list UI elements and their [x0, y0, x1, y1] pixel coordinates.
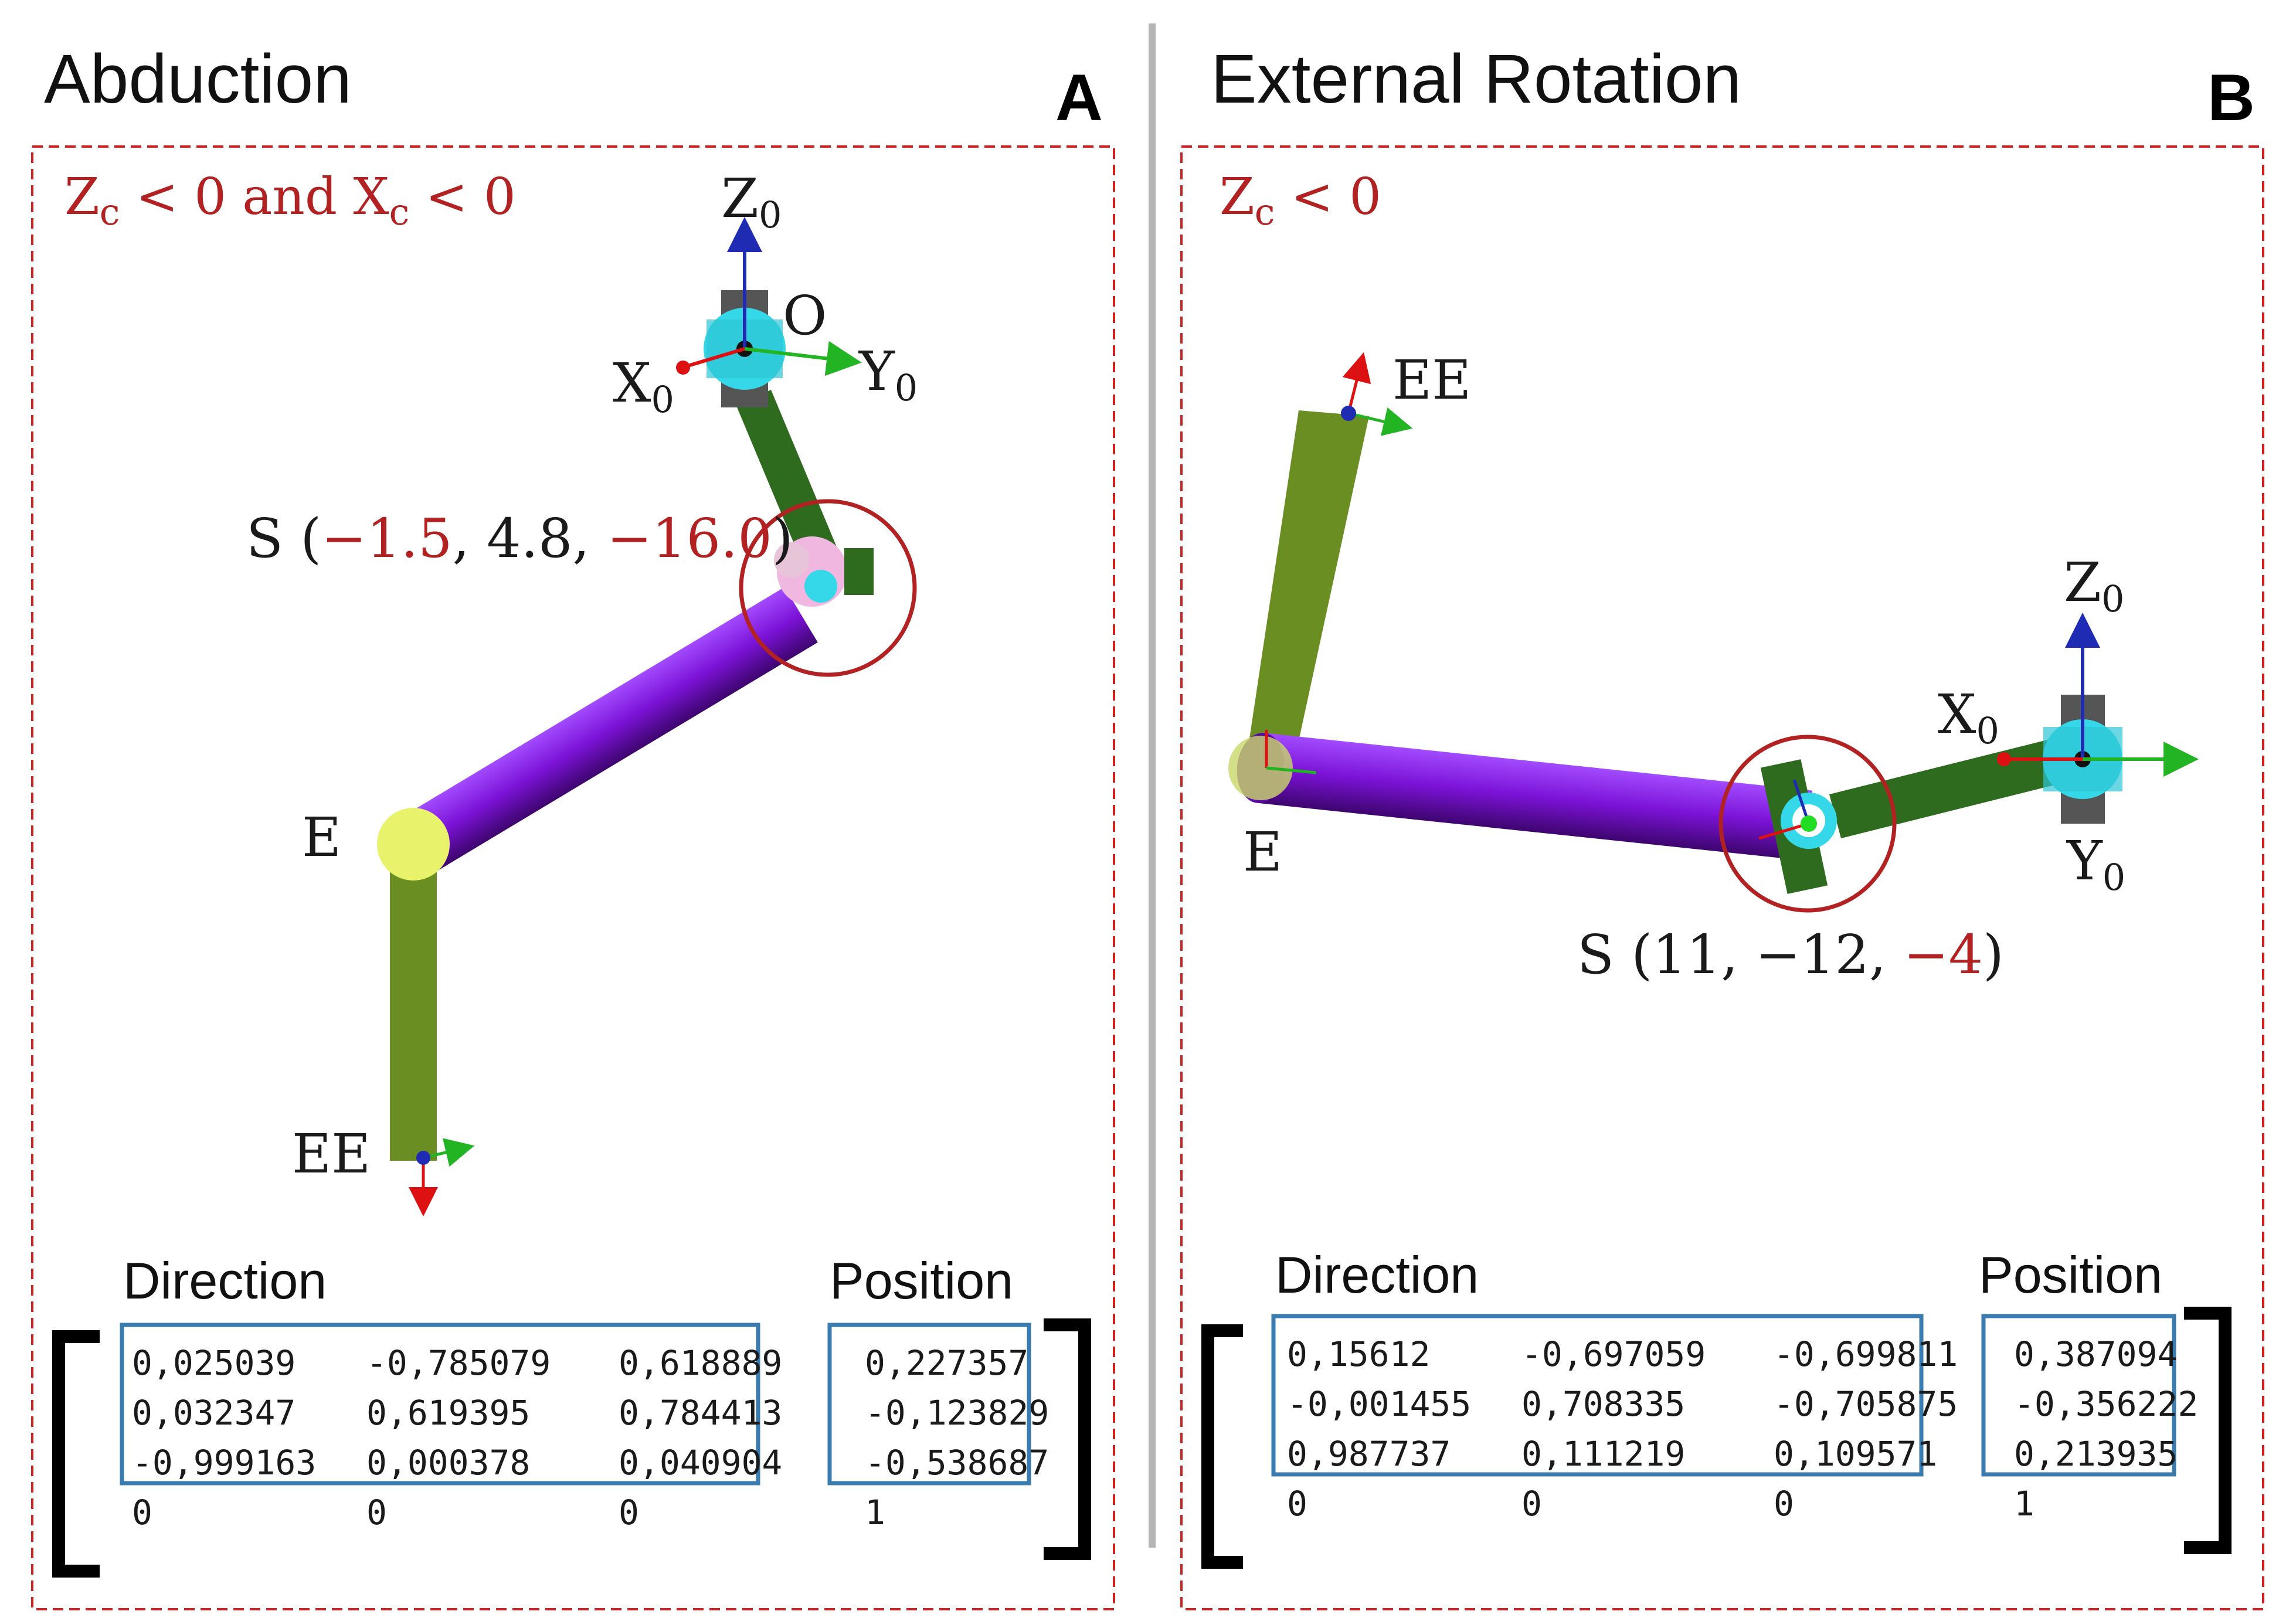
panel-a-direction-box [120, 1323, 760, 1486]
direction-cell: -0,785079 [366, 1343, 551, 1383]
bottom-row-cell: 0 [132, 1493, 152, 1532]
panel-b-shoulder-dot [1801, 815, 1817, 832]
panel-a: Abduction A Zc < 0 and Xc < 0 [31, 40, 1115, 1610]
panel-b: External Rotation B Zc < 0 [1180, 40, 2264, 1610]
direction-cell: -0,001455 [1287, 1384, 1471, 1424]
panel-b-ee-label: EE [1392, 349, 1471, 412]
panel-a-letter: A [1055, 61, 1103, 134]
panel-b-elbow-label: E [1243, 821, 1282, 883]
panel-a-x0-dot [676, 361, 690, 375]
panel-a-ee-dot [416, 1151, 430, 1165]
panel-a-frame [31, 145, 1115, 1610]
panel-b-direction-box [1271, 1314, 1924, 1477]
direction-cell: 0,109571 [1774, 1434, 1937, 1474]
direction-cell: 0,618889 [619, 1343, 782, 1383]
bottom-row-cell: 0 [1521, 1484, 1542, 1524]
direction-cell: -0,699811 [1774, 1334, 1958, 1374]
panel-a-elbow-label: E [302, 806, 341, 869]
panel-a-z0-label: Z0 [721, 167, 782, 236]
panel-b-condition: Zc < 0 [1220, 168, 1381, 233]
position-cell: 0,227357 [865, 1343, 1028, 1383]
panel-b-position-box [1981, 1314, 2176, 1477]
panel-b-bracket-left [1201, 1324, 1243, 1569]
panel-a-position-box [827, 1323, 1031, 1486]
position-cell: -0,123829 [865, 1393, 1049, 1433]
panel-a-link [736, 390, 838, 566]
panel-b-x0-dot [1997, 752, 2011, 766]
direction-cell: 0,15612 [1287, 1334, 1430, 1374]
direction-cell: 0,025039 [132, 1343, 296, 1383]
panel-b-shoulder-label: S (11, −12, −4) [1577, 923, 2004, 986]
panel-b-elbow-y-axis [1266, 766, 1317, 774]
panel-b-y0-label: Y0 [2066, 830, 2125, 899]
panel-b-frame [1180, 145, 2264, 1610]
panel-a-forearm [390, 862, 437, 1161]
panel-a-direction-header: Direction [123, 1252, 327, 1310]
position-cell: -0,538687 [865, 1443, 1049, 1483]
panel-a-origin-label: O [783, 284, 827, 347]
panel-a-bracket-right [1044, 1318, 1091, 1560]
bottom-row-cell: 0 [1287, 1484, 1307, 1524]
panel-a-title: Abduction [44, 40, 352, 118]
panel-a-x0-label: X0 [613, 352, 674, 421]
panel-a-matrix: Direction Position 0,025039 -0,785079 0,61… [52, 1252, 1091, 1578]
bottom-row-cell: 1 [865, 1493, 885, 1532]
panel-b-ee-x-axis [1342, 352, 1371, 414]
bottom-row-cell: 1 [2014, 1484, 2035, 1524]
panel-a-shoulder-joint [774, 536, 874, 607]
direction-cell: -0,705875 [1774, 1384, 1958, 1424]
panel-a-y0-axis [744, 341, 862, 376]
bottom-row-cell: 0 [1774, 1484, 1794, 1524]
direction-cell: 0,111219 [1521, 1434, 1685, 1474]
panel-b-elbow-joint [1228, 736, 1293, 800]
direction-cell: 0,000378 [366, 1443, 530, 1483]
panel-b-forearm [1246, 410, 1369, 768]
bottom-row-cell: 0 [366, 1493, 387, 1532]
panel-a-bracket-left [52, 1330, 100, 1578]
panel-b-shoulder-highlight [1718, 735, 1897, 913]
panel-b-shoulder-x-axis [1758, 822, 1809, 840]
panel-b-position-header: Position [1979, 1246, 2162, 1304]
direction-cell: 0,040904 [619, 1443, 782, 1483]
direction-cell: -0,697059 [1521, 1334, 1706, 1374]
panel-b-title: External Rotation [1211, 40, 1741, 118]
panel-a-condition: Zc < 0 and Xc < 0 [64, 168, 516, 233]
panel-b-ee-dot [1341, 406, 1356, 421]
position-cell: -0,356222 [2014, 1384, 2198, 1424]
panel-a-ee-label: EE [292, 1123, 371, 1185]
panel-b-x0-label: X0 [1938, 683, 1999, 752]
position-cell: 0,213935 [2014, 1434, 2178, 1474]
position-cell: 0,387094 [2014, 1334, 2178, 1374]
panel-b-ee-y-axis [1348, 407, 1413, 436]
direction-cell: 0,987737 [1287, 1434, 1451, 1474]
direction-cell: 0,619395 [366, 1393, 530, 1433]
panel-a-x0-axis [685, 347, 745, 368]
panel-a-elbow-joint [377, 808, 450, 881]
panel-b-matrix-cells: 0,15612 -0,697059 -0,699811 -0,001455 0,7083… [1287, 1334, 2198, 1524]
panel-b-bracket-right [2184, 1307, 2232, 1554]
bottom-row-cell: 0 [619, 1493, 639, 1532]
direction-cell: -0,999163 [132, 1443, 316, 1483]
direction-cell: 0,708335 [1521, 1384, 1685, 1424]
panel-a-shoulder-highlight [739, 499, 917, 677]
panel-a-shoulder-label: S (−1.5, 4.8, −16.0) [246, 507, 793, 570]
panel-b-direction-header: Direction [1275, 1246, 1479, 1304]
direction-cell: 0,784413 [619, 1393, 782, 1433]
panel-a-matrix-cells: 0,025039 -0,785079 0,618889 0,032347 0,61939… [132, 1343, 1049, 1532]
panel-b-letter: B [2207, 61, 2255, 134]
panel-b-z0-label: Z0 [2064, 551, 2124, 620]
panel-a-y0-label: Y0 [858, 340, 918, 409]
direction-cell: 0,032347 [132, 1393, 296, 1433]
panel-a-position-header: Position [830, 1252, 1013, 1310]
panel-b-matrix: Direction Position 0,15612 -0,697059 -0,69… [1201, 1246, 2232, 1569]
panel-b-link [1829, 739, 2064, 838]
